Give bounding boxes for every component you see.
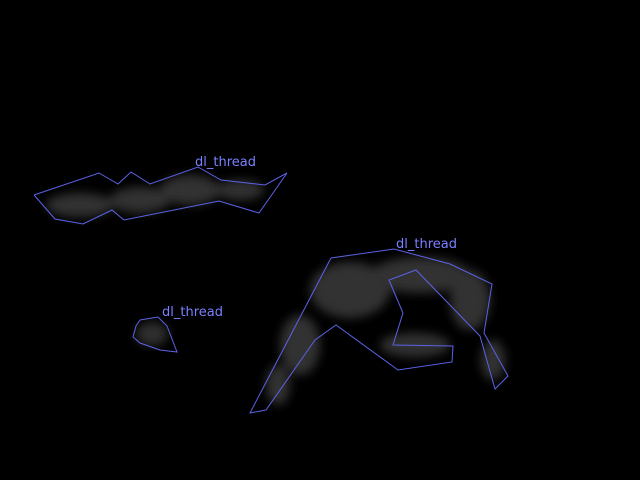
region-3-label: dl_thread bbox=[396, 237, 457, 252]
region-2-label: dl_thread bbox=[162, 305, 223, 320]
region-3[interactable]: dl_thread bbox=[249, 237, 509, 414]
region-1[interactable]: dl_thread bbox=[33, 155, 288, 225]
region-1-label: dl_thread bbox=[195, 155, 256, 170]
region-2-outline bbox=[132, 316, 178, 353]
region-2-blob bbox=[136, 322, 168, 346]
region-1-blob bbox=[46, 175, 264, 217]
region-2[interactable]: dl_thread bbox=[132, 305, 223, 353]
region-1-outline bbox=[33, 166, 288, 225]
region-3-outline bbox=[249, 248, 509, 414]
